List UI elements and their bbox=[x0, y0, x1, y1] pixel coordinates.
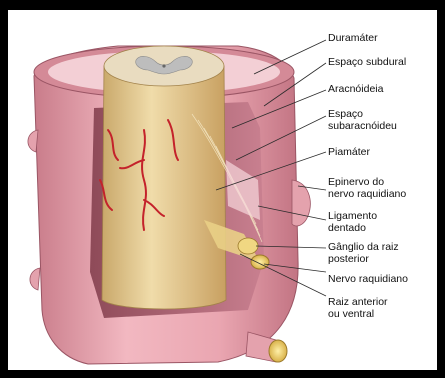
label-aracnoideia: Aracnóideia bbox=[328, 83, 383, 95]
lower-nerve-cut bbox=[269, 340, 287, 362]
label-ganglio-line2: posterior bbox=[328, 253, 369, 265]
label-espaco-subaracnoideu-line2: subaracnóideu bbox=[328, 120, 397, 132]
label-piamater: Piamáter bbox=[328, 146, 370, 158]
illustration-panel: Duramáter Espaço subdural Aracnóideia Es… bbox=[8, 10, 437, 370]
label-epinervo-line2: nervo raquidiano bbox=[328, 188, 406, 200]
left-dura-sleeve bbox=[28, 130, 38, 152]
label-espaco-subaracnoideu-line1: Espaço bbox=[328, 108, 363, 120]
spinal-cord-column bbox=[102, 66, 226, 309]
label-ligamento-line1: Ligamento bbox=[328, 210, 377, 222]
label-raiz-line1: Raiz anterior bbox=[328, 296, 388, 308]
label-ligamento-line2: dentado bbox=[328, 222, 366, 234]
left-dura-sleeve-lower bbox=[30, 268, 40, 290]
central-canal bbox=[162, 64, 165, 67]
label-nervo-raquidiano: Nervo raquidiano bbox=[328, 273, 408, 285]
label-raiz-line2: ou ventral bbox=[328, 308, 374, 320]
label-duramater: Duramáter bbox=[328, 32, 378, 44]
right-dura-sleeve bbox=[292, 180, 310, 226]
ganglion bbox=[238, 238, 258, 254]
label-espaco-subdural: Espaço subdural bbox=[328, 56, 406, 68]
label-ganglio-line1: Gânglio da raiz bbox=[328, 241, 399, 253]
label-epinervo-line1: Epinervo do bbox=[328, 176, 384, 188]
